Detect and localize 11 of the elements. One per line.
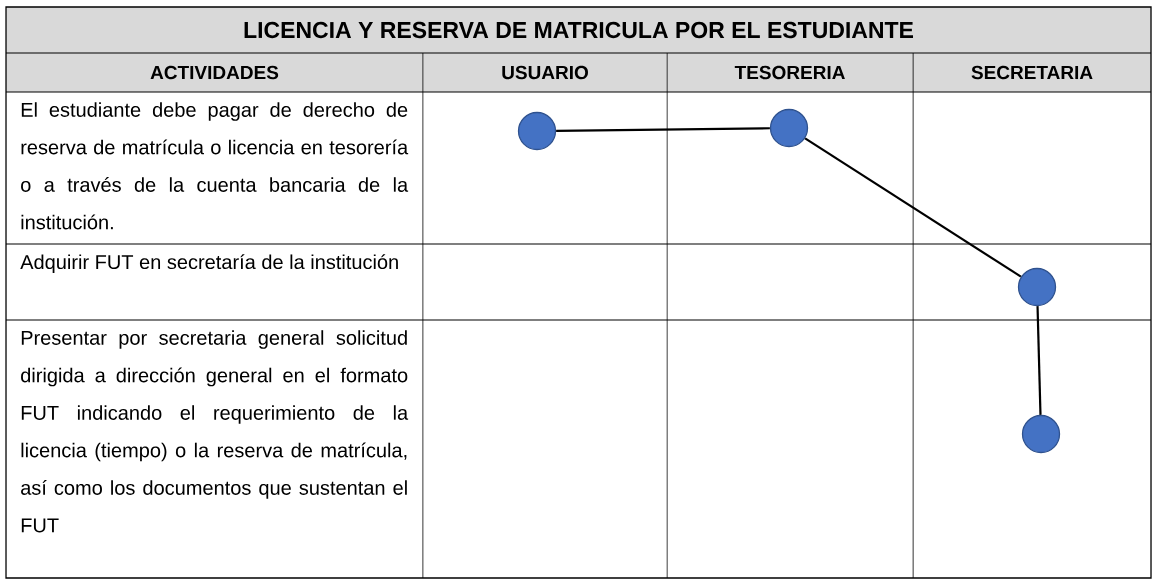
step-circle <box>1017 267 1057 307</box>
step-circle <box>769 108 809 148</box>
connector-line <box>1036 306 1042 415</box>
activity-text: Adquirir FUT en secretaría de la institución <box>20 254 398 274</box>
connector-line <box>804 137 1022 278</box>
connector-line <box>556 127 770 132</box>
column-header: USUARIO <box>423 53 667 92</box>
step-circle <box>1021 414 1061 454</box>
step-circle <box>517 111 557 151</box>
activity-text: El estudiante debe pagar de derecho de reserva de matrícula o licencia en tesorería o a través de la cuenta bancaria de la institución. <box>21 102 409 230</box>
activity-text: Presentar por secretaria general solicitud dirigida a dirección general en el formato FUT indicando el requerimiento de la licencia (tiempo) o la reserva de matrícula, así como los documentos que sustentan el FUT <box>21 330 409 533</box>
